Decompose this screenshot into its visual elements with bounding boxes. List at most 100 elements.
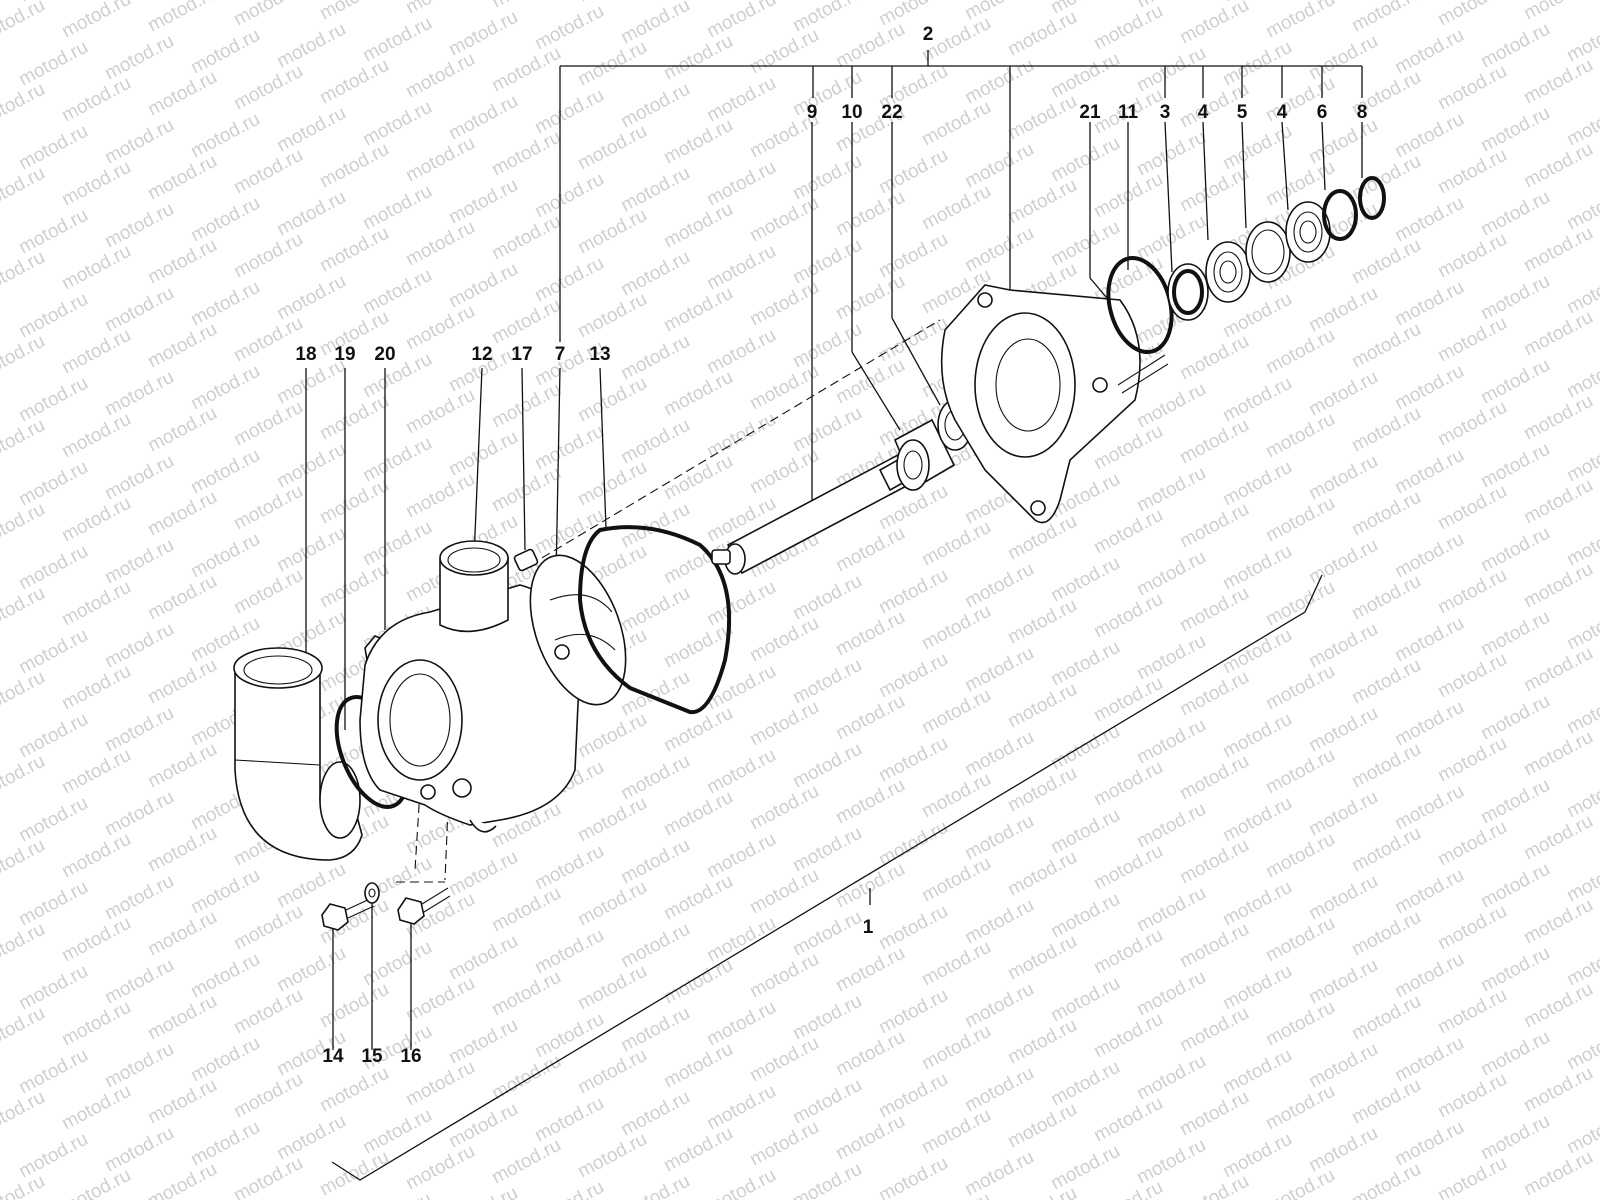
watermark-text: motod.ru [961,55,1037,109]
watermark-text: motod.ru [0,331,49,385]
watermark-text: motod.ru [316,979,392,1033]
bolt-14 [321,897,375,931]
watermark-text: motod.ru [574,457,650,511]
watermark-text: motod.ru [273,523,349,577]
bearing-housing [940,284,1141,524]
watermark-text: motod.ru [1176,1003,1252,1057]
watermark-text: motod.ru [445,931,521,985]
watermark-text: motod.ru [961,895,1037,949]
watermark-text: motod.ru [359,181,435,235]
callout-10: 10 [841,102,862,123]
watermark-text: motod.ru [15,625,91,679]
watermark-text: motod.ru [1219,877,1295,931]
watermark-text: motod.ru [101,703,177,757]
watermark-text: motod.ru [918,1189,994,1200]
watermark-text: motod.ru [1176,331,1252,385]
watermark-text: motod.ru [703,157,779,211]
watermark-text: motod.ru [187,25,263,79]
watermark-text: motod.ru [1047,217,1123,271]
watermark-text: motod.ru [359,13,435,67]
watermark-text: motod.ru [574,877,650,931]
watermark-text: motod.ru [875,817,951,871]
watermark-text: motod.ru [1219,1129,1295,1183]
watermark-text: motod.ru [1219,625,1295,679]
watermark-text: motod.ru [1090,1009,1166,1063]
watermark-text: motod.ru [230,145,306,199]
watermark-text: motod.ru [617,247,693,301]
callout-7: 7 [555,344,566,365]
watermark-text: motod.ru [1348,991,1424,1045]
watermark-text: motod.ru [273,187,349,241]
watermark-text: motod.ru [1520,1147,1596,1200]
watermark-text: motod.ru [703,73,779,127]
watermark-text: motod.ru [746,949,822,1003]
watermark-text: motod.ru [144,151,220,205]
watermark-text: motod.ru [101,955,177,1009]
watermark-text: motod.ru [101,367,177,421]
watermark-text: motod.ru [961,559,1037,613]
watermark-text: motod.ru [0,499,49,553]
watermark-text: motod.ru [1348,571,1424,625]
watermark-text: motod.ru [187,277,263,331]
watermark-text: motod.ru [402,385,478,439]
watermark-text: motod.ru [316,559,392,613]
watermark-text: motod.ru [445,7,521,61]
watermark-text: motod.ru [617,1171,693,1200]
watermark-text: motod.ru [1133,799,1209,853]
watermark-text: motod.ru [144,403,220,457]
watermark-text: motod.ru [1305,31,1381,85]
watermark-text: motod.ru [1348,487,1424,541]
watermark-text: motod.ru [832,19,908,73]
pin-17 [513,548,539,572]
watermark-text: motod.ru [316,139,392,193]
watermark-text: motod.ru [1305,1123,1381,1177]
leader-lines [305,121,1363,1050]
watermark-text: motod.ru [144,991,220,1045]
watermark-text: motod.ru [187,1117,263,1171]
watermark-text: motod.ru [1434,481,1510,535]
watermark-text: motod.ru [961,1147,1037,1200]
watermark-text: motod.ru [875,565,951,619]
watermark-text: motod.ru [1391,445,1467,499]
stud-21 [1117,354,1169,394]
watermark-text: motod.ru [617,751,693,805]
watermark-text: motod.ru [101,115,177,169]
watermark-text: motod.ru [445,259,521,313]
callout-17: 17 [511,344,532,365]
watermark-text: motod.ru [1520,895,1596,949]
watermark-text: motod.ru [789,235,865,289]
callout-labels: 2 9 10 22 21 11 3 4 5 4 6 8 18 19 20 12 … [295,24,1367,1067]
watermark-text: motod.ru [1520,475,1596,529]
watermark-text: motod.ru [1305,871,1381,925]
watermark-text: motod.ru [15,457,91,511]
watermark-text: motod.ru [187,361,263,415]
watermark-text: motod.ru [1477,691,1553,745]
watermark-text: motod.ru [1004,931,1080,985]
watermark-text: motod.ru [832,607,908,661]
watermark-text: motod.ru [144,823,220,877]
callout-2: 2 [923,24,934,45]
watermark-text: motod.ru [789,151,865,205]
watermark-text: motod.ru [1348,0,1424,36]
watermark-text: motod.ru [1391,361,1467,415]
watermark-text: motod.ru [445,1015,521,1069]
callout-5: 5 [1237,102,1248,123]
watermark-text: motod.ru [187,949,263,1003]
watermark-text: motod.ru [1133,1135,1209,1189]
watermark-text: motod.ru [359,937,435,991]
watermark-text: motod.ru [1434,229,1510,283]
watermark-text: motod.ru [101,451,177,505]
watermark-text: motod.ru [832,775,908,829]
washer-15 [364,882,380,904]
watermark-text: motod.ru [15,121,91,175]
watermark-text: motod.ru [918,769,994,823]
watermark-text: motod.ru [1004,1015,1080,1069]
watermark-text: motod.ru [574,1129,650,1183]
watermark-text: motod.ru [1477,859,1553,913]
watermark-text: motod.ru [789,655,865,709]
circlip-6 [1322,189,1358,241]
watermark-text: motod.ru [531,253,607,307]
watermark-text: motod.ru [1348,907,1424,961]
watermark-text: motod.ru [1391,277,1467,331]
watermark-text: motod.ru [1219,373,1295,427]
